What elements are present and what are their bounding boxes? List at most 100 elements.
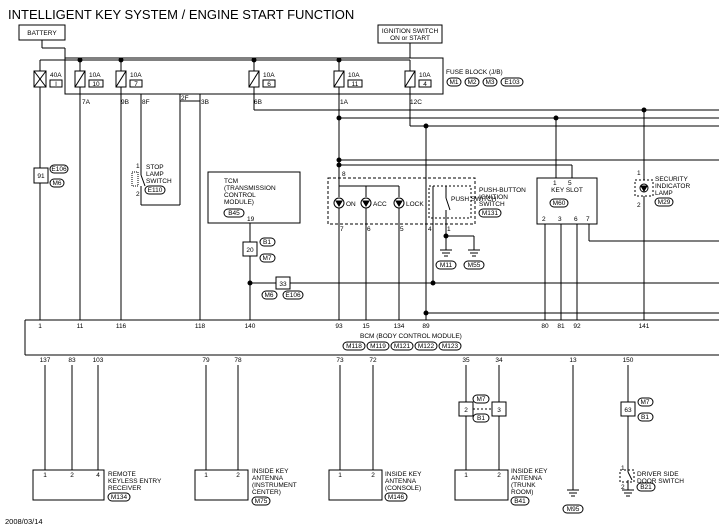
svg-text:ON: ON [346,201,356,208]
driver-side-door-switch: 1 2 DRIVER SIDE DOOR SWITCH B21 [619,464,684,497]
svg-text:2: 2 [637,202,641,209]
svg-text:2: 2 [136,191,140,198]
fuse-10a-10: 10A 10 [74,70,104,88]
battery-label: BATTERY [27,30,57,37]
svg-text:1: 1 [621,465,625,472]
svg-text:7A: 7A [82,99,91,106]
svg-text:M134: M134 [111,494,128,501]
connector-63: 63 M7 B1 [620,397,654,422]
svg-text:LOCK: LOCK [406,201,424,208]
svg-text:33: 33 [279,281,287,288]
svg-text:MODULE): MODULE) [224,199,254,206]
svg-text:93: 93 [335,323,343,330]
svg-text:ANTENNA: ANTENNA [385,478,417,485]
inside-key-antenna-console: 1 2 INSIDE KEY ANTENNA (CONSOLE) M146 [328,469,422,502]
connector-33: 33 M6 E106 [261,276,304,300]
svg-text:2: 2 [70,472,74,479]
svg-text:ROOM): ROOM) [511,489,533,496]
svg-text:M146: M146 [388,494,405,501]
svg-text:8F: 8F [142,99,150,106]
svg-text:3: 3 [558,216,562,223]
svg-text:SWITCH: SWITCH [146,178,172,185]
fuse-10a-6: 10A 6 [248,70,276,88]
svg-text:DRIVER SIDE: DRIVER SIDE [637,471,679,478]
svg-text:1: 1 [637,170,641,177]
ground-icon: M95 [562,365,584,514]
svg-text:(TRANSMISSION: (TRANSMISSION [224,185,276,192]
inside-key-antenna-trunk-room: 1 2 INSIDE KEY ANTENNA (TRUNK ROOM) B41 [454,468,548,506]
svg-text:5: 5 [568,180,572,187]
svg-text:M11: M11 [440,262,453,269]
svg-text:5: 5 [400,226,404,233]
svg-text:M123: M123 [442,343,459,350]
svg-text:1A: 1A [340,99,349,106]
svg-text:M121: M121 [394,343,411,350]
svg-text:M3: M3 [485,79,494,86]
inside-key-antenna-instrument-center: 1 2 INSIDE KEY ANTENNA (INSTRUMENT CENTE… [194,468,297,506]
svg-text:1: 1 [136,163,140,170]
svg-text:6: 6 [367,226,371,233]
svg-text:89: 89 [422,323,430,330]
svg-text:1: 1 [447,226,451,233]
ground-icon: M55 [463,236,485,270]
connector-20: 20 B1 M7 [242,237,276,263]
svg-text:M131: M131 [482,210,499,217]
ignition-switch: IGNITION SWITCH ON or START [377,24,443,58]
svg-text:B1: B1 [477,415,485,422]
svg-text:11: 11 [352,81,359,88]
svg-text:(CONSOLE): (CONSOLE) [385,485,421,492]
svg-text:10A: 10A [130,72,142,79]
svg-text:78: 78 [234,357,242,364]
svg-text:81: 81 [557,323,565,330]
svg-text:7: 7 [134,81,138,88]
svg-text:6B: 6B [254,99,262,106]
svg-text:M95: M95 [567,506,580,513]
fuse-block-label: FUSE BLOCK (J/B) [446,69,503,76]
svg-text:140: 140 [245,323,256,330]
svg-text:2: 2 [497,472,501,479]
fuse-10a-11: 10A 11 [333,70,363,88]
svg-text:2: 2 [236,472,240,479]
ignition-label-2: ON or START [390,35,430,42]
fuse-40a: 40A I [33,70,63,88]
svg-text:SWITCH: SWITCH [479,201,505,208]
svg-text:1: 1 [38,323,42,330]
bcm-label: BCM (BODY CONTROL MODULE) [360,333,462,340]
svg-text:1: 1 [338,472,342,479]
svg-text:116: 116 [116,323,127,330]
svg-text:M7: M7 [476,396,485,403]
svg-text:M1: M1 [449,79,458,86]
svg-text:CONTROL: CONTROL [224,192,256,199]
svg-text:4: 4 [423,81,427,88]
svg-text:M7: M7 [262,255,271,262]
stop-lamp-switch: 1 2 STOP LAMP SWITCH E110 [131,162,172,205]
svg-text:KEYLESS ENTRY: KEYLESS ENTRY [108,478,162,485]
svg-text:2: 2 [371,472,375,479]
svg-text:6: 6 [267,81,271,88]
svg-text:137: 137 [40,357,51,364]
svg-text:B1: B1 [641,414,649,421]
svg-text:INSIDE KEY: INSIDE KEY [385,471,422,478]
fuse-block: FUSE BLOCK (J/B) M1 M2 M3 E103 40A [33,57,524,106]
svg-text:E110: E110 [148,187,163,194]
svg-text:DOOR SWITCH: DOOR SWITCH [637,478,684,485]
svg-text:11: 11 [77,323,84,330]
diagram-date: 2008/03/14 [5,517,43,526]
svg-text:3: 3 [497,407,501,414]
svg-text:ACC: ACC [373,201,387,208]
svg-text:E106: E106 [285,292,301,299]
svg-text:M118: M118 [346,343,362,350]
svg-text:I: I [55,81,57,88]
svg-text:73: 73 [336,357,344,364]
svg-text:B45: B45 [228,210,240,217]
svg-text:10A: 10A [89,72,101,79]
svg-text:79: 79 [202,357,210,364]
svg-text:141: 141 [639,323,650,330]
svg-text:1: 1 [43,472,47,479]
svg-text:IGNITION: IGNITION [479,194,508,201]
svg-text:E103: E103 [504,79,520,86]
svg-text:1: 1 [464,472,468,479]
svg-text:CENTER): CENTER) [252,489,281,496]
svg-text:15: 15 [362,323,370,330]
